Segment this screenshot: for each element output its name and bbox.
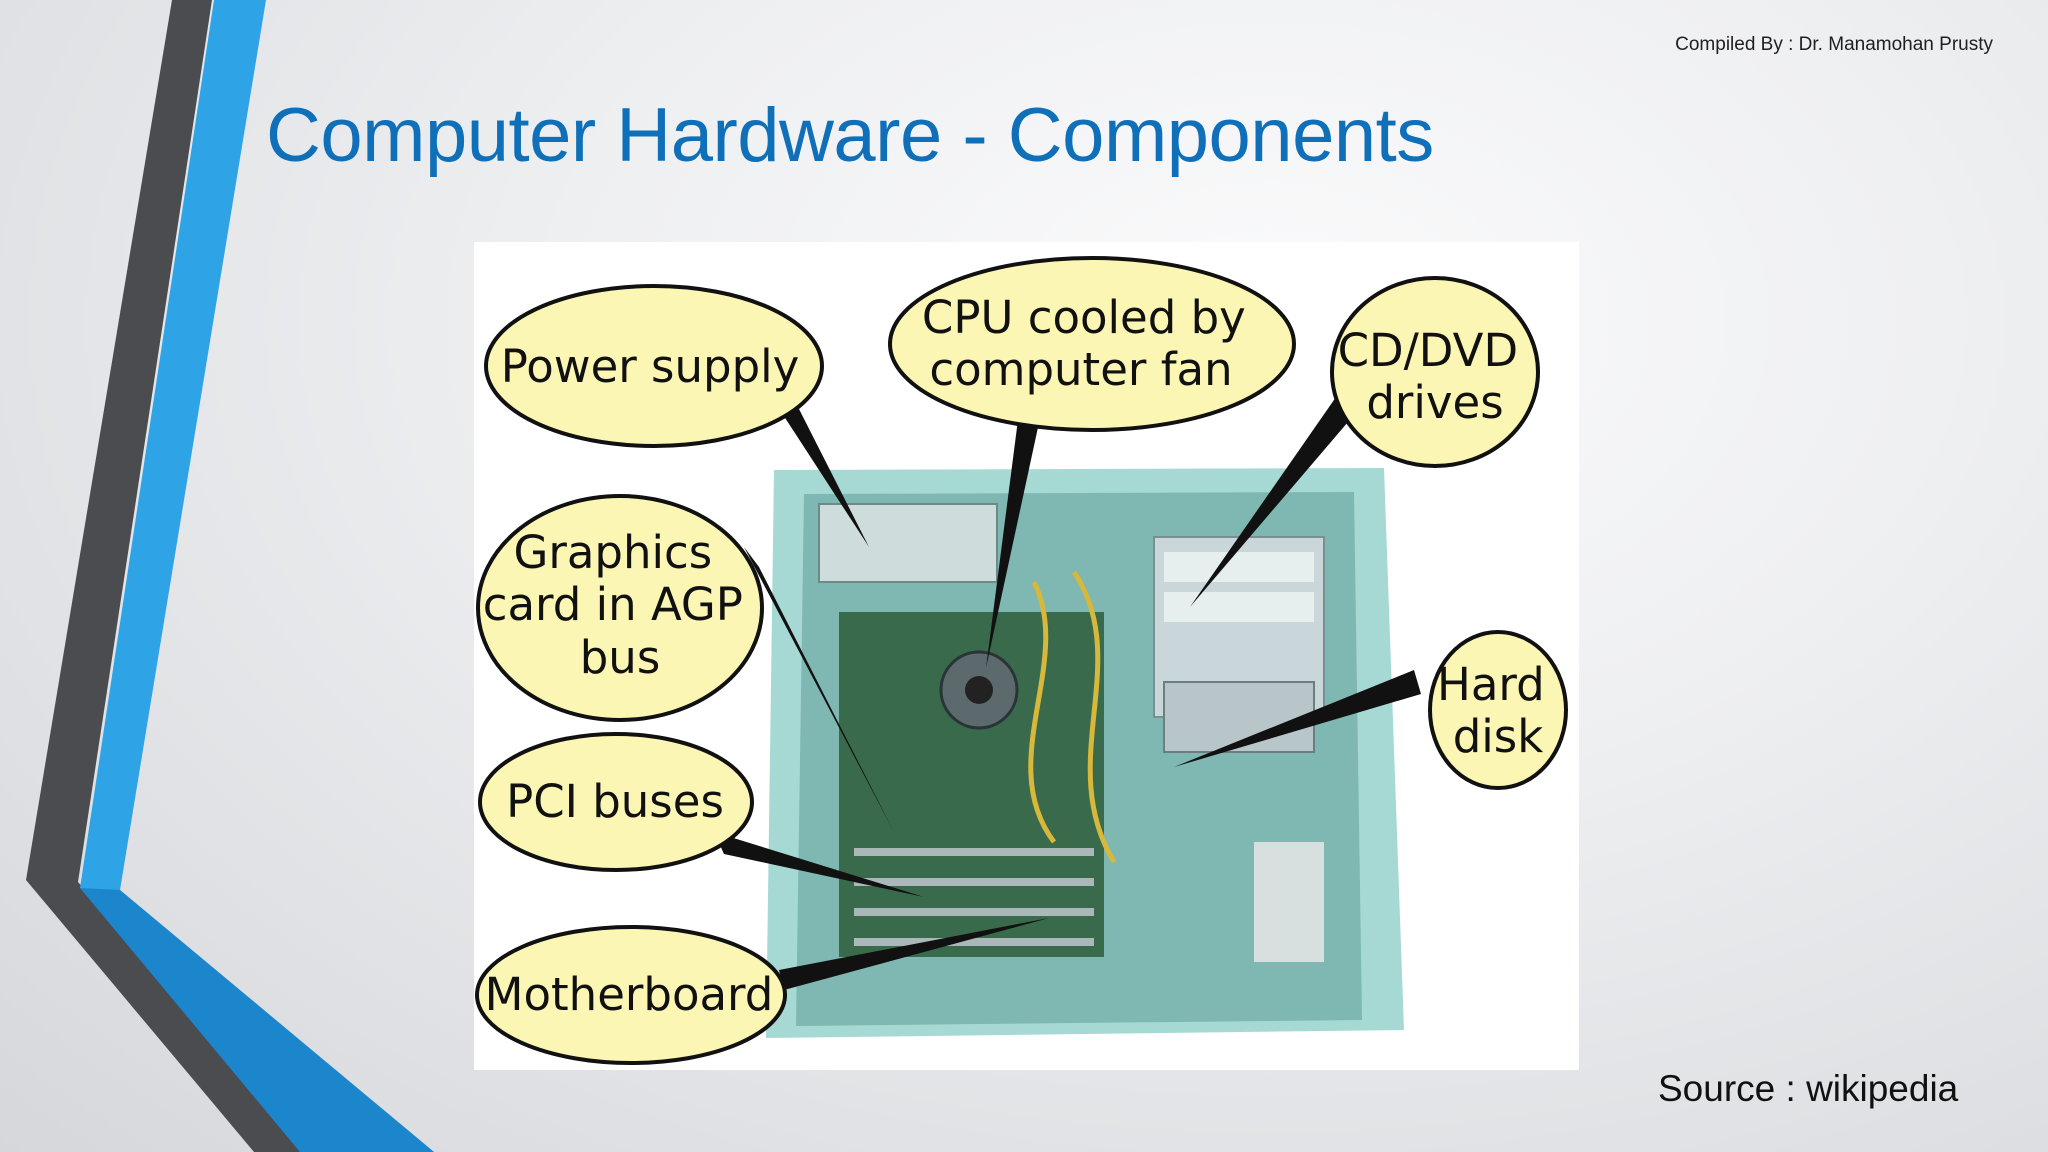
blue-band (80, 888, 434, 1152)
label-hard-disk-line2: disk (1453, 710, 1544, 763)
lower-bay (1254, 842, 1324, 962)
svg-text:CD/DVD drives: CD/DVD drives (1338, 324, 1533, 429)
label-cpu-line1: CPU cooled by (922, 291, 1246, 344)
callout-pci (478, 732, 754, 872)
hard-disk-unit (1163, 681, 1315, 753)
callout-cd-dvd (1330, 276, 1540, 468)
svg-text:PCI buses: PCI buses (506, 775, 724, 828)
svg-text:Graphics card in AGP: Graphics card in AGP bus (483, 526, 758, 684)
label-cpu-line2: computer fan (929, 343, 1232, 396)
slide-title: Computer Hardware - Components (266, 93, 1434, 178)
callout-hard-disk (1428, 630, 1568, 790)
dark-stripe (26, 0, 310, 1152)
label-graphics-line2: card in AGP (483, 578, 743, 631)
label-hard-disk-line1: Hard (1437, 658, 1545, 711)
callout-power-supply (484, 284, 824, 448)
svg-text:Motherboard: Motherboard (485, 968, 774, 1021)
psu-box (818, 503, 998, 583)
label-graphics-line3: bus (580, 631, 661, 684)
hardware-figure: Power supply CPU cooled by computer fan … (474, 242, 1579, 1070)
callout-motherboard (475, 925, 787, 1065)
label-cd-dvd-line1: CD/DVD (1338, 324, 1519, 377)
label-power-supply: Power supply (501, 340, 800, 393)
label-motherboard: Motherboard (485, 968, 774, 1021)
label-graphics-line1: Graphics (513, 526, 712, 579)
svg-text:Hard disk: Hard disk (1437, 658, 1559, 763)
blue-stripe (80, 0, 434, 1152)
callout-graphics (476, 494, 764, 722)
label-pci: PCI buses (506, 775, 724, 828)
svg-text:CPU cooled by computer f: CPU cooled by computer fan (922, 291, 1260, 396)
callout-cpu (888, 256, 1296, 432)
credit-text: Compiled By : Dr. Manamohan Prusty (1675, 34, 1993, 55)
cables (1028, 570, 1117, 864)
source-credit: Source : wikipedia (1658, 1068, 1959, 1109)
computer-case (766, 468, 1404, 1038)
svg-text:Power supply: Power supply (501, 340, 800, 393)
label-cd-dvd-line2: drives (1366, 376, 1503, 429)
